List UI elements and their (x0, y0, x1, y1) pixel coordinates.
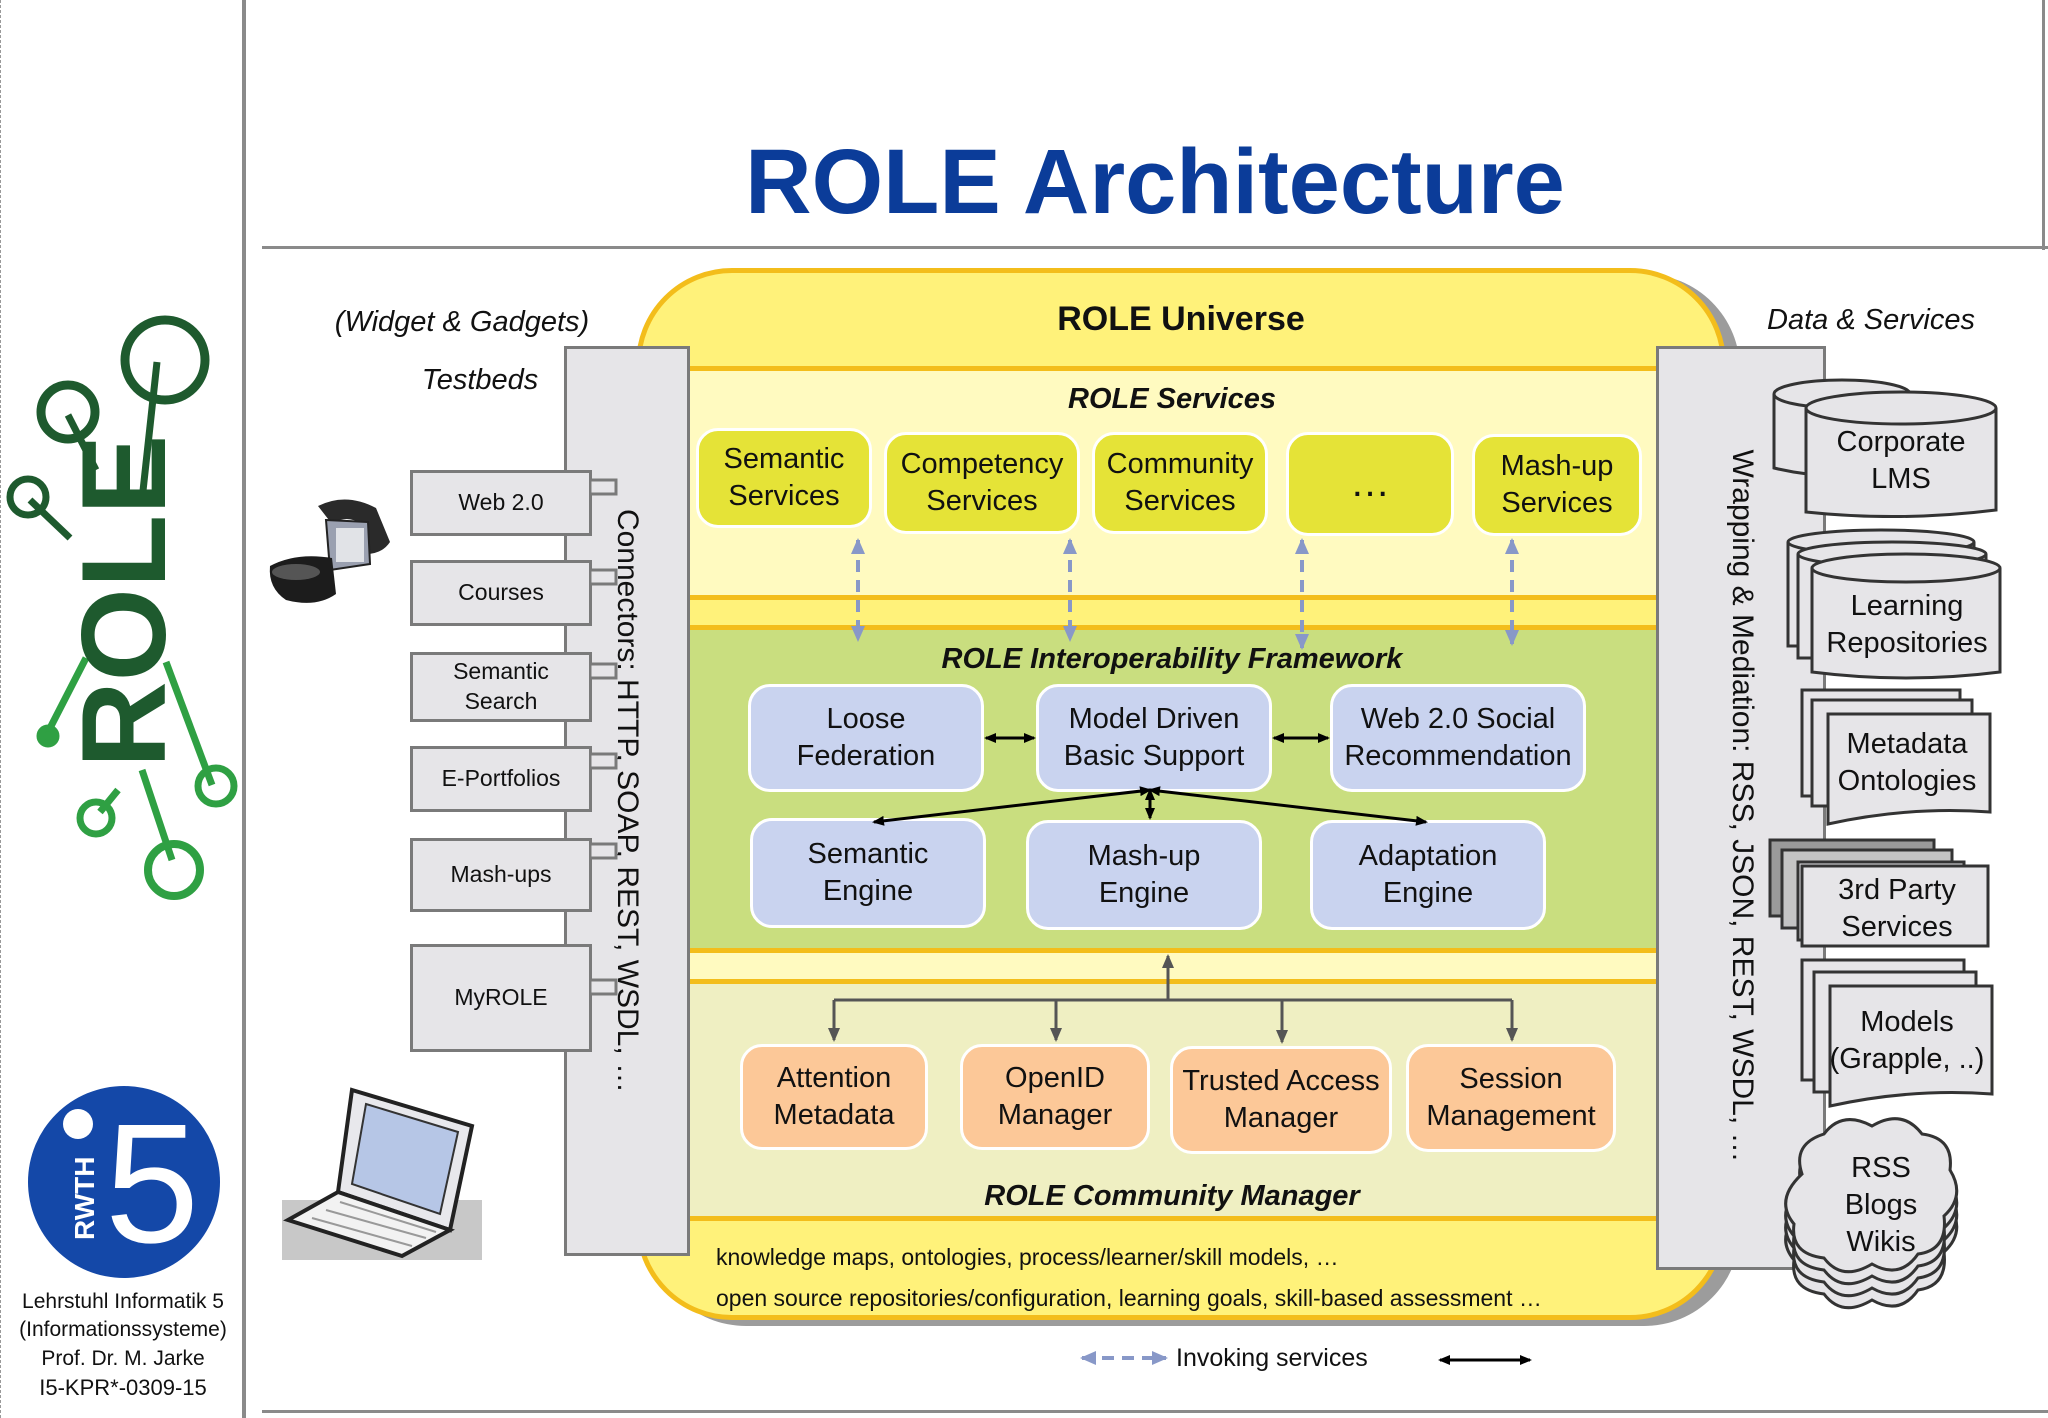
wrapping-column (1656, 346, 1826, 1270)
more-services-box: … (1286, 432, 1454, 536)
framework-links (872, 733, 1428, 826)
community-top-rule-a (688, 948, 1656, 953)
corporate-lms-cylinder (1772, 378, 1998, 518)
community-services-box: Community Services (1092, 432, 1268, 534)
competency-services-box: Competency Services (884, 432, 1080, 534)
social-recommendation-box: Web 2.0 Social Recommendation (1330, 684, 1586, 792)
services-bottom-rule (688, 595, 1656, 600)
testbed-web20: Web 2.0 (410, 470, 592, 536)
third-party-services-label: 3rd Party Services (1838, 874, 1956, 944)
footer-dept: (Informationssysteme) (19, 1318, 227, 1342)
testbed-mashups: Mash-ups (410, 838, 592, 912)
loose-federation-box: Loose Federation (748, 684, 984, 792)
models-docs (1800, 958, 1994, 1108)
footer-professor: Prof. Dr. M. Jarke (41, 1346, 205, 1370)
footer-credits: Lehrstuhl Informatik 5 (Informationssyst… (0, 1288, 246, 1403)
universe-note-repositories: open source repositories/configuration, … (716, 1285, 1542, 1311)
openid-manager-box: OpenID Manager (960, 1044, 1150, 1150)
legend-invoking-label: Invoking services (1176, 1344, 1368, 1372)
framework-top-rule (688, 625, 1656, 630)
session-management-box: Session Management (1406, 1044, 1616, 1152)
trusted-access-manager-box: Trusted Access Manager (1170, 1046, 1392, 1154)
role-logo-text: ROLE (57, 435, 191, 768)
community-tree (828, 954, 1518, 1044)
services-title: ROLE Services (1068, 383, 1276, 415)
frame-right-edge (2042, 0, 2045, 250)
title-divider (262, 246, 2048, 249)
rss-blogs-wikis-label: RSS Blogs Wikis (1844, 1152, 1918, 1259)
frame-bottom-edge (262, 1410, 2048, 1413)
page-title: ROLE Architecture (745, 131, 1565, 233)
community-top-rule-b (688, 979, 1656, 984)
left-sidebar (0, 0, 246, 1418)
testbeds-header: Testbeds (421, 364, 539, 396)
third-party-services-docs (1768, 838, 1990, 948)
universe-title: ROLE Universe (1057, 300, 1305, 338)
semantic-services-box: Semantic Services (696, 428, 872, 528)
learning-repositories-label: Learning Repositories (1826, 590, 1988, 660)
corporate-lms-label: Corporate LMS (1836, 426, 1966, 496)
svg-text:5: 5 (105, 1089, 200, 1279)
models-label: Models (Grapple, ..) (1829, 1006, 1985, 1076)
model-driven-support-box: Model Driven Basic Support (1036, 684, 1272, 792)
services-top-rule (688, 366, 1656, 371)
data-services-header: Data & Services (1767, 304, 1975, 336)
universe-note-models: knowledge maps, ontologies, process/lear… (716, 1244, 1339, 1270)
role-logo: ROLE (6, 315, 238, 900)
semantic-engine-box: Semantic Engine (750, 818, 986, 928)
community-bottom-rule (688, 1216, 1656, 1221)
community-title: ROLE Community Manager (984, 1180, 1360, 1212)
learning-repositories-cylinder (1786, 528, 2002, 680)
mobile-phone-icon (269, 499, 390, 603)
testbed-semantic-search: Semantic Search (410, 652, 592, 722)
footer-chair: Lehrstuhl Informatik 5 (22, 1290, 224, 1313)
testbed-connectors (590, 478, 618, 996)
testbeds-header-widgets: (Widget & Gadgets) (334, 306, 590, 338)
rwth-i5-logo: RWTH 5 (28, 1086, 220, 1279)
footer-code: I5-KPR*-0309-15 (39, 1375, 207, 1401)
metadata-ontologies-label: Metadata Ontologies (1837, 728, 1977, 798)
laptop-icon (282, 1087, 482, 1260)
attention-metadata-box: Attention Metadata (740, 1044, 928, 1150)
testbed-myrole: MyROLE (410, 944, 592, 1052)
testbed-courses: Courses (410, 560, 592, 626)
testbed-eportfolios: E-Portfolios (410, 746, 592, 812)
adaptation-engine-box: Adaptation Engine (1310, 820, 1546, 930)
framework-title: ROLE Interoperability Framework (941, 643, 1403, 675)
svg-text:RWTH: RWTH (69, 1157, 100, 1240)
mashup-services-box: Mash-up Services (1472, 434, 1642, 536)
rss-blogs-wikis-cloud (1784, 1117, 1959, 1310)
metadata-ontologies-docs (1800, 688, 1992, 826)
invoke-arrows (851, 538, 1519, 650)
